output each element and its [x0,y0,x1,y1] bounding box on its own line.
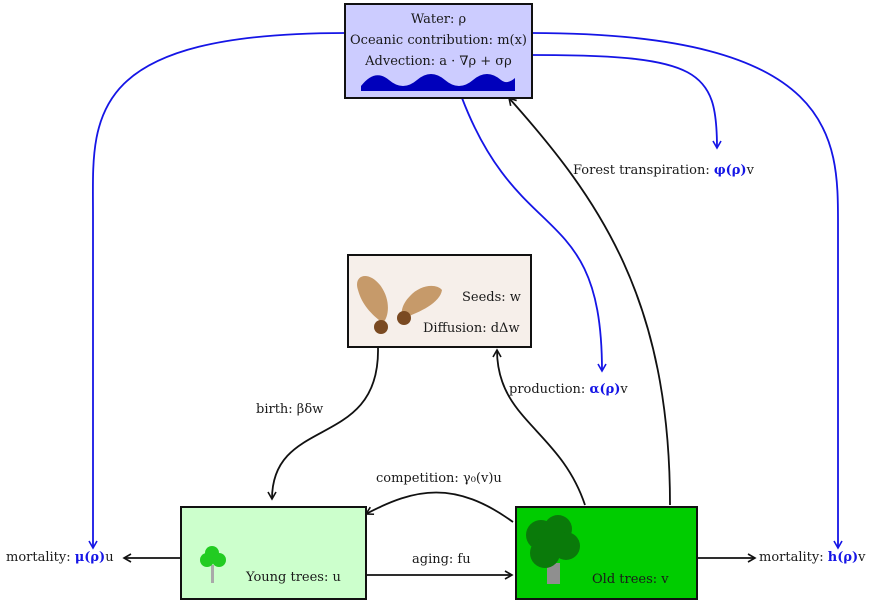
water-to-production-arrow [461,97,607,373]
seed-icon [357,275,442,334]
old-trees-label: Old trees: v [592,572,669,587]
seeds-title: Seeds: w [462,290,521,305]
aging-label: aging: fu [412,552,471,567]
wave-icon [361,74,515,91]
old-mortality-label: mortality: h(ρ)v [759,550,866,565]
big-tree-icon [526,515,580,584]
flow-links [122,96,757,580]
diffusion-label: Diffusion: dΔw [423,321,520,336]
birth-label: birth: βδw [256,402,324,417]
old-to-young-competition-arrow [364,491,514,523]
water-to-old-mortality-arrow [531,32,843,550]
water-to-young-mortality-arrow [88,32,346,550]
young-trees-label: Young trees: u [246,570,341,585]
water-to-transpiration-arrow [531,54,722,150]
small-tree-icon [200,546,226,583]
forest-transpiration-label: Forest transpiration: φ(ρ)v [573,163,754,178]
seeds-to-young-arrow [267,347,379,501]
oceanic-contribution-label: Oceanic contribution: m(x) [350,33,527,48]
water-title: Water: ρ [410,12,467,27]
young-mortality-label: mortality: μ(ρ)u [6,550,114,565]
water-links [88,32,843,550]
competition-label: competition: γ₀(v)u [376,471,502,486]
advection-label: Advection: a · ∇ρ + σρ [365,54,512,69]
old-to-seeds-arrow [492,348,586,506]
production-label: production: α(ρ)v [509,382,628,397]
old-to-water-arrow [507,96,671,506]
